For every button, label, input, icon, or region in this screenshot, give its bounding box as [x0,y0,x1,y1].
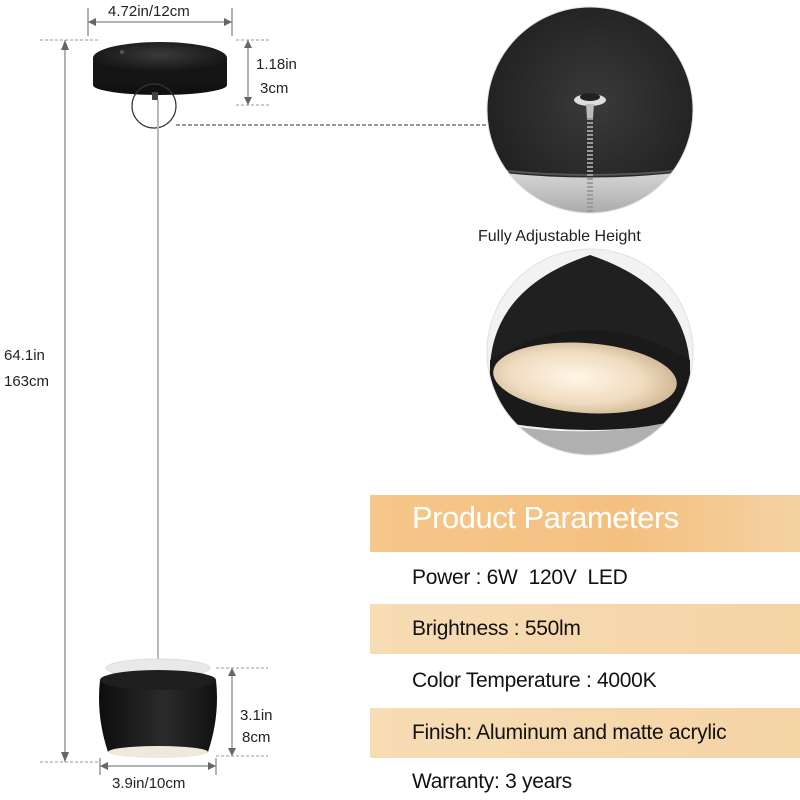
shade-height-in-label: 3.1in [240,707,273,724]
param-row-color-temperature-text: Color Temperature : 4000K [412,669,657,693]
parameters-header-bar [370,495,800,552]
detail-marker [131,83,177,129]
param-separator: : [508,617,525,640]
param-row-brightness [370,604,800,654]
canopy-width-dimension [87,8,233,36]
total-height-in-label: 64.1in [4,347,45,364]
total-height-cm-label: 163cm [4,373,50,390]
param-value: 3 years [505,770,572,793]
param-value: 6W 120V LED [486,566,628,589]
adjustable-height-caption: Fully Adjustable Height [478,228,641,245]
param-label: Warranty [412,770,494,793]
shade-height-dimension [216,667,268,757]
canopy-detail-zoom [487,7,693,213]
param-label: Color Temperature [412,669,581,692]
canopy-height-dimension [236,39,270,106]
param-label: Finish [412,721,467,744]
param-value: Aluminum and matte acrylic [476,721,727,744]
param-row-finish-text: Finish: Aluminum and matte acrylic [412,721,727,745]
lamp-shade [99,658,217,758]
shade-width-label: 3.9in/10cm [112,775,186,792]
param-separator: : [580,669,598,692]
param-row-finish [370,708,800,758]
canopy [93,42,227,95]
param-label: Power [412,566,471,589]
shade-detail-zoom [487,249,693,455]
param-separator: : [470,566,487,589]
total-height-dimension [40,39,100,763]
shade-width-dimension [99,758,217,775]
param-separator: : [466,721,477,744]
param-separator: : [494,770,506,793]
param-row-brightness-text: Brightness : 550lm [412,617,581,641]
param-label: Brightness [412,617,509,640]
param-row-warranty-text: Warranty: 3 years [412,770,572,794]
canopy-height-in-label: 1.18in [256,56,297,73]
canopy-height-cm-label: 3cm [260,80,289,97]
canopy-width-label: 4.72in/12cm [108,3,190,20]
param-row-power-text: Power : 6W 120V LED [412,566,628,590]
param-value: 550lm [524,617,581,640]
shade-height-cm-label: 8cm [242,729,271,746]
param-value: 4000K [597,669,657,692]
parameters-title: Product Parameters [412,500,679,535]
